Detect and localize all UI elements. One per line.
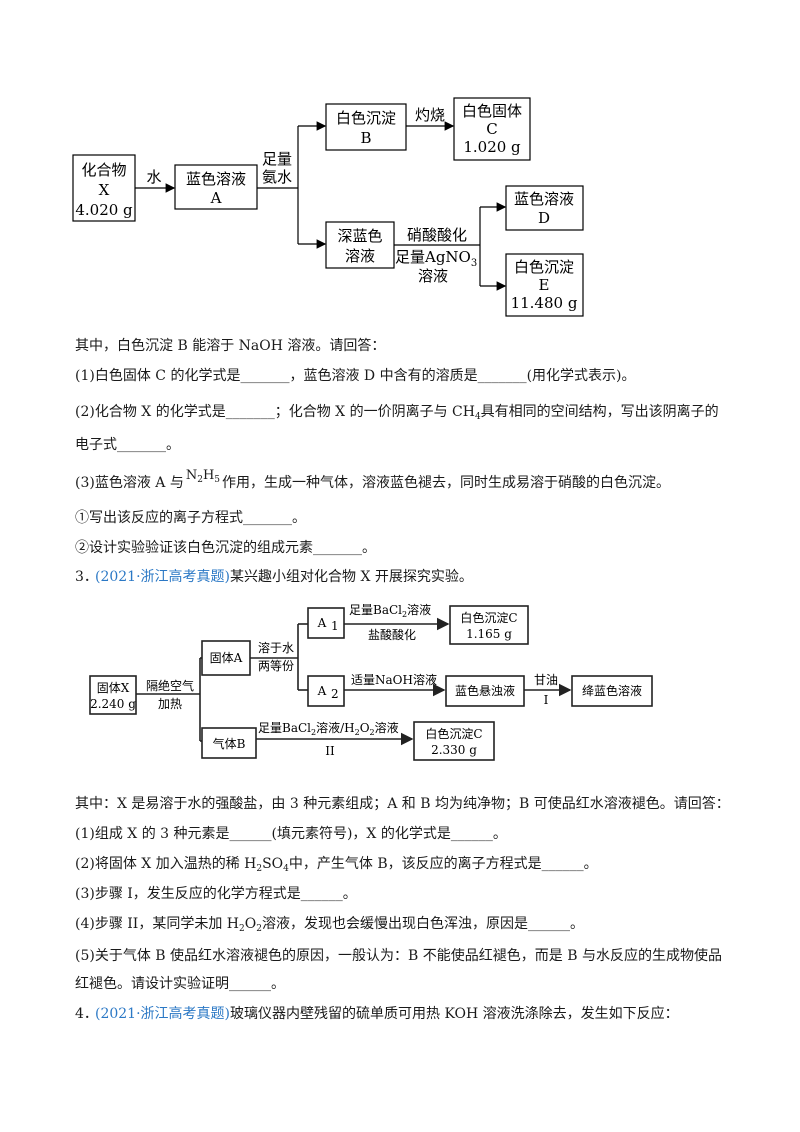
deep-blue-solution-box: 深蓝色 溶液	[325, 221, 395, 269]
label-ammonia-1: 足量	[262, 150, 292, 168]
compound-x-box: 化合物 X 4.020 g	[72, 154, 136, 222]
svg-text:白色沉淀: 白色沉淀	[514, 258, 574, 276]
svg-text:C: C	[486, 120, 497, 138]
solid-a-box: 固体A	[201, 640, 251, 676]
svg-text:2.330 g: 2.330 g	[431, 743, 477, 757]
q3-intro: 其中：X 是易溶于水的强酸盐，由 3 种元素组成；A 和 B 均为纯净物；B 可…	[75, 796, 730, 812]
label-two-parts: 两等份	[258, 659, 294, 673]
svg-text:白色沉淀: 白色沉淀	[336, 109, 396, 127]
label-glycerol: 甘油	[534, 673, 558, 687]
solid-x-box: 固体X 2.240 g	[89, 675, 137, 715]
a1-box: A 1	[307, 607, 345, 639]
label-bacl2-top: 足量BaCl2溶液	[349, 602, 431, 619]
svg-text:蓝色溶液: 蓝色溶液	[186, 170, 246, 188]
svg-text:2.240 g: 2.240 g	[90, 697, 136, 711]
label-step2: II	[325, 744, 335, 758]
solid-c-box: 白色固体 C 1.020 g	[453, 97, 531, 161]
q2-sub1: ①写出该反应的离子方程式_______。	[75, 510, 306, 526]
q3-part4: (4)步骤 II，某同学未加 H2O2溶液，发现也会缓慢出现白色浑浊，原因是__…	[75, 916, 584, 934]
svg-text:1.020 g: 1.020 g	[463, 138, 521, 156]
indigo-solution-box: 绛蓝色溶液	[571, 675, 653, 707]
svg-text:白色固体: 白色固体	[462, 102, 522, 120]
precipitate-c2-box: 白色沉淀C 2.330 g	[413, 721, 495, 761]
precipitate-c1-box: 白色沉淀C 1.165 g	[449, 605, 529, 645]
svg-text:蓝色溶液: 蓝色溶液	[514, 190, 574, 208]
label-heat: 加热	[158, 697, 182, 711]
blue-suspension-box: 蓝色悬浊液	[445, 675, 525, 707]
q2-part2: (2)化合物 X 的化学式是_______；化合物 X 的一价阴离子与 CH4具…	[75, 404, 719, 453]
label-hcl: 盐酸酸化	[368, 627, 416, 642]
svg-text:绛蓝色溶液: 绛蓝色溶液	[582, 683, 642, 698]
label-burn: 灼烧	[415, 106, 445, 124]
svg-text:B: B	[360, 129, 371, 147]
label-water: 水	[146, 168, 161, 186]
svg-text:A: A	[210, 189, 222, 207]
svg-text:白色沉淀C: 白色沉淀C	[425, 726, 482, 741]
svg-text:溶液: 溶液	[345, 247, 375, 265]
label-isolate-air: 隔绝空气	[146, 678, 194, 693]
q3-part3: (3)步骤 I，发生反应的化学方程式是______。	[75, 886, 357, 902]
svg-text:11.480 g: 11.480 g	[511, 294, 578, 312]
label-solution: 溶液	[418, 267, 448, 285]
svg-text:1.165 g: 1.165 g	[466, 627, 512, 641]
svg-text:深蓝色: 深蓝色	[337, 227, 382, 245]
svg-text:A: A	[317, 616, 327, 630]
q3-source-link[interactable]: (2021·浙江高考真题)	[95, 569, 231, 585]
svg-text:X: X	[99, 181, 110, 199]
svg-text:A: A	[317, 684, 327, 698]
label-agno3: 足量AgNO3	[395, 248, 477, 269]
svg-text:蓝色悬浊液: 蓝色悬浊液	[455, 683, 515, 698]
label-ammonia-2: 氨水	[262, 168, 292, 186]
q4-source-link[interactable]: (2021·浙江高考真题)	[95, 1006, 231, 1022]
label-nitric: 硝酸酸化	[407, 226, 467, 244]
svg-text:1: 1	[331, 619, 339, 633]
svg-text:固体X: 固体X	[97, 681, 130, 695]
precipitate-e-box: 白色沉淀 E 11.480 g	[505, 253, 584, 317]
svg-text:D: D	[538, 209, 550, 227]
flow-diagram-compound-x: 化合物 X 4.020 g 水 蓝色溶液 A 足量 氨水 白色沉淀 B 灼烧 白…	[72, 97, 584, 317]
svg-text:E: E	[539, 276, 550, 294]
svg-text:白色沉淀C: 白色沉淀C	[460, 610, 517, 625]
flow-diagram-solid-x: 固体X 2.240 g 隔绝空气 加热 固体A 溶于水 两等份 A 1 足量Ba…	[89, 602, 653, 761]
q3-part1: (1)组成 X 的 3 种元素是______(填元素符号)，X 的化学式是___…	[75, 826, 507, 842]
q3-part5: (5)关于气体 B 使品红水溶液褪色的原因，一般认为：B 不能使品红褪色，而是 …	[75, 948, 722, 992]
svg-text:4.020 g: 4.020 g	[75, 201, 133, 219]
a2-box: A 2	[307, 675, 345, 707]
svg-text:化合物: 化合物	[81, 161, 126, 179]
label-naoh: 适量NaOH溶液	[351, 672, 437, 687]
solution-a-box: 蓝色溶液 A	[174, 164, 258, 210]
q2-intro: 其中，白色沉淀 B 能溶于 NaOH 溶液。请回答：	[75, 338, 386, 354]
solution-d-box: 蓝色溶液 D	[505, 185, 584, 231]
label-dissolve: 溶于水	[258, 640, 294, 655]
q2-part1: (1)白色固体 C 的化学式是_______，蓝色溶液 D 中含有的溶质是___…	[75, 368, 636, 384]
precipitate-b-box: 白色沉淀 B	[325, 103, 407, 151]
q3-part2: (2)将固体 X 加入温热的稀 H2SO4中，产生气体 B，该反应的离子方程式是…	[75, 856, 598, 874]
gas-b-box: 气体B	[201, 727, 257, 759]
label-bacl2-h2o2: 足量BaCl2溶液/H2O2溶液	[258, 720, 399, 737]
q3-stem: 3．(2021·浙江高考真题)某兴趣小组对化合物 X 开展探究实验。	[75, 569, 473, 585]
svg-text:固体A: 固体A	[210, 651, 243, 665]
svg-text:2: 2	[331, 687, 339, 701]
label-step1: I	[544, 693, 549, 707]
svg-text:气体B: 气体B	[213, 736, 246, 751]
q4-stem: 4．(2021·浙江高考真题)玻璃仪器内壁残留的硫单质可用热 KOH 溶液洗涤除…	[75, 1006, 679, 1022]
q2-sub2: ②设计实验验证该白色沉淀的组成元素_______。	[75, 540, 376, 556]
